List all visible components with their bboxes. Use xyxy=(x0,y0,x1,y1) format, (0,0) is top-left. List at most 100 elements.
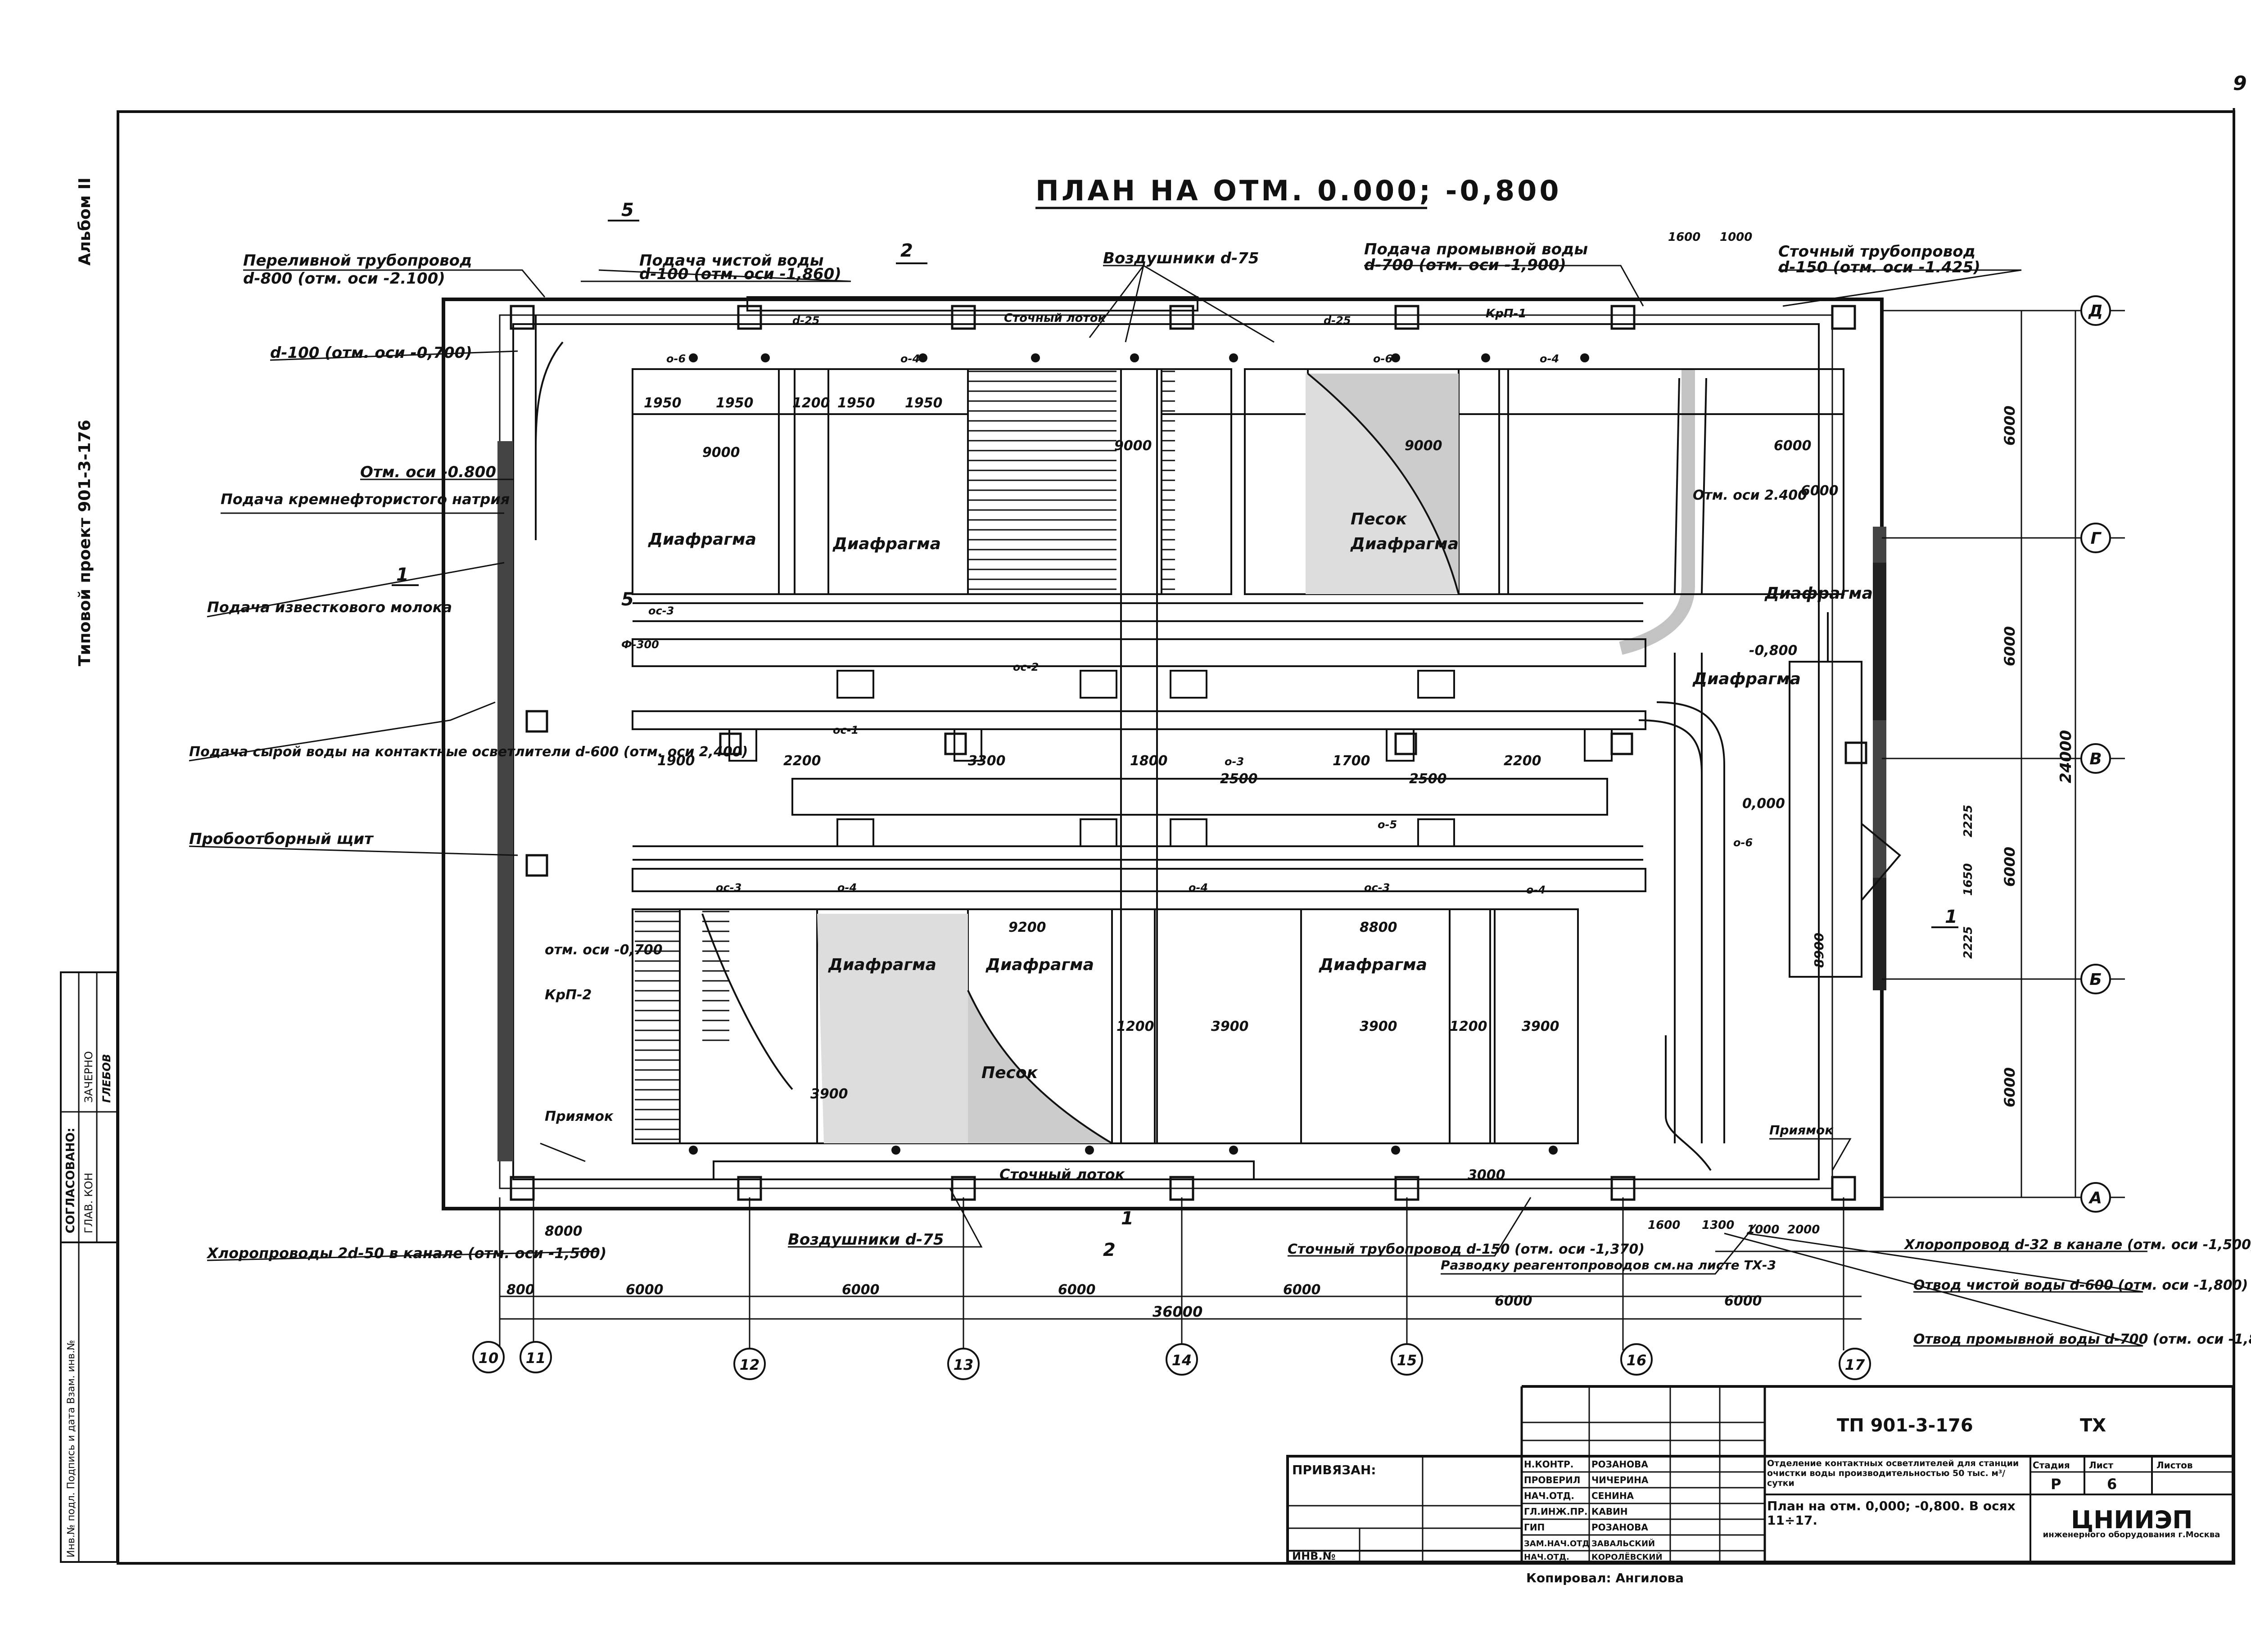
svg-text:3000: 3000 xyxy=(1468,1167,1505,1183)
svg-text:ос-3: ос-3 xyxy=(1364,881,1390,894)
svg-text:3900: 3900 xyxy=(810,1086,848,1102)
svg-text:9000: 9000 xyxy=(1405,438,1442,454)
svg-text:0,000: 0,000 xyxy=(1742,796,1785,812)
svg-text:-0,800: -0,800 xyxy=(1749,643,1797,659)
svg-text:1900: 1900 xyxy=(657,753,695,769)
svg-text:РОЗАНОВА: РОЗАНОВА xyxy=(1591,1522,1648,1533)
svg-text:3900: 3900 xyxy=(1211,1019,1249,1034)
svg-text:Н.КОНТР.: Н.КОНТР. xyxy=(1524,1459,1573,1470)
svg-text:ГЛАВ. КОН: ГЛАВ. КОН xyxy=(82,1173,95,1233)
svg-text:6000: 6000 xyxy=(1801,483,1839,499)
svg-text:ЗАЧЕРНО: ЗАЧЕРНО xyxy=(82,1051,95,1103)
drawing-code: ТП 901-3-176 xyxy=(1837,1415,1973,1436)
callout-air-vents-bottom: Воздушники d-75 xyxy=(788,1231,944,1249)
svg-text:36000: 36000 xyxy=(1153,1303,1202,1320)
sheet-title: План на отм. 0,000; -0,800. В осях 11÷17… xyxy=(1767,1499,2016,1528)
sand-label: Песок xyxy=(981,1064,1039,1082)
svg-text:6000: 6000 xyxy=(2001,626,2018,666)
album-label: Альбом II xyxy=(76,177,94,266)
diaphragm-label: Диафрагма xyxy=(1764,584,1873,603)
copied-by: Копировал: Ангилова xyxy=(1526,1571,1684,1585)
svg-text:Отм. оси 2.400: Отм. оси 2.400 xyxy=(1693,487,1807,503)
svg-text:Инв.№ подл. Подпись и дата В: Инв.№ подл. Подпись и дата Взам. инв.№ xyxy=(66,1340,77,1557)
diaphragm-label: Диафрагма xyxy=(1350,535,1459,553)
svg-text:1950: 1950 xyxy=(905,395,943,411)
svg-text:1200: 1200 xyxy=(792,395,830,411)
svg-text:1700: 1700 xyxy=(1333,753,1370,769)
svg-text:ос-3: ос-3 xyxy=(716,881,741,894)
section-marks: 5 2 1 5 1 2 1 xyxy=(396,200,1957,1260)
svg-text:1950: 1950 xyxy=(716,395,754,411)
svg-text:1600: 1600 xyxy=(1668,230,1700,244)
axis-numbers: 10 11 12 13 14 15 16 17 xyxy=(472,1341,1871,1380)
svg-text:ГЛЕБОВ: ГЛЕБОВ xyxy=(100,1054,113,1103)
axis-letters: Д Г В Б А xyxy=(2080,295,2111,1213)
approval-stamp: СОГЛАСОВАНО: ГЛАВ. КОН ЗАЧЕРНО ГЛЕБОВ Ин… xyxy=(60,971,118,1563)
svg-text:ос-2: ос-2 xyxy=(1013,661,1039,673)
sheet-value: 6 xyxy=(2107,1476,2117,1493)
sheet-frame xyxy=(117,110,2235,1565)
svg-text:6000: 6000 xyxy=(1495,1293,1532,1309)
svg-text:ГИП: ГИП xyxy=(1524,1522,1545,1533)
svg-text:8800: 8800 xyxy=(1360,920,1397,935)
filter-cells-lower xyxy=(632,908,1579,1144)
valve-markers xyxy=(689,353,1589,1155)
svg-text:14: 14 xyxy=(1172,1352,1192,1369)
svg-text:Лист: Лист xyxy=(2089,1460,2113,1471)
svg-text:Приямок: Приямок xyxy=(545,1109,614,1124)
svg-text:d-25: d-25 xyxy=(1324,314,1351,327)
svg-text:6000: 6000 xyxy=(842,1282,880,1298)
diaphragm-label: Диафрагма xyxy=(828,956,936,974)
drain-tray xyxy=(713,1160,1255,1180)
svg-text:ПРОВЕРИЛ: ПРОВЕРИЛ xyxy=(1524,1475,1580,1485)
callout-chlorine-right: Хлоропровод d-32 в канале (отм. оси -1,5… xyxy=(1903,1237,2251,1253)
callout-clean-water-outlet: Отвод чистой воды d-600 (отм. оси -1,800… xyxy=(1913,1277,2248,1293)
svg-text:13: 13 xyxy=(954,1356,974,1373)
svg-text:2200: 2200 xyxy=(1504,753,1541,769)
callout-raw-water: Подача сырой воды на контактные осветлит… xyxy=(189,744,748,760)
svg-text:1600: 1600 xyxy=(1648,1219,1680,1232)
svg-text:2500: 2500 xyxy=(1220,771,1258,787)
project-label: Типовой проект 901-3-176 xyxy=(76,420,94,666)
svg-text:6000: 6000 xyxy=(2001,847,2018,887)
title-block-text: ТП 901-3-176 ТХ ПРИВЯЗАН: ИНВ.№ Н.КОНТР.… xyxy=(1292,1415,2220,1585)
leader-lines xyxy=(189,265,2147,1347)
svg-text:НАЧ.ОТД.: НАЧ.ОТД. xyxy=(1524,1490,1574,1501)
svg-text:о-6: о-6 xyxy=(1373,352,1392,365)
svg-text:ЗАМ.НАЧ.ОТД: ЗАМ.НАЧ.ОТД xyxy=(1524,1539,1589,1548)
svg-text:1650: 1650 xyxy=(1962,863,1975,896)
svg-text:1950: 1950 xyxy=(644,395,682,411)
callout-sampling: Пробоотборный щит xyxy=(189,830,374,848)
sand-fill-upper xyxy=(1171,374,1459,594)
project-description: Отделение контактных осветлителей для ст… xyxy=(1767,1458,2019,1488)
svg-text:2: 2 xyxy=(900,240,913,261)
callout-clean-water: Подача чистой воды xyxy=(639,252,823,270)
svg-text:11: 11 xyxy=(526,1350,546,1367)
callout-drain-bottom: Сточный трубопровод d-150 (отм. оси -1,3… xyxy=(1288,1241,1645,1257)
svg-text:800: 800 xyxy=(506,1282,535,1298)
callout-drain-top: Сточный трубопровод xyxy=(1778,243,1975,261)
svg-text:3900: 3900 xyxy=(1360,1019,1397,1034)
svg-text:НАЧ.ОТД.: НАЧ.ОТД. xyxy=(1524,1553,1569,1562)
svg-text:d-100 (отм. оси -0,700): d-100 (отм. оси -0,700) xyxy=(270,344,472,362)
svg-text:d-150 (отм. оси -1.425): d-150 (отм. оси -1.425) xyxy=(1778,258,1980,276)
svg-text:ИНВ.№: ИНВ.№ xyxy=(1292,1550,1335,1562)
svg-text:СОГЛАСОВАНО:: СОГЛАСОВАНО: xyxy=(64,1128,77,1233)
svg-text:ЗАВАЛЬСКИЙ: ЗАВАЛЬСКИЙ xyxy=(1591,1539,1655,1548)
diaphragm-label: Диафрагма xyxy=(1692,670,1801,688)
diaphragm-label: Диафрагма xyxy=(1319,956,1427,974)
axis-letter: Б xyxy=(2089,970,2102,989)
filter-cells-upper xyxy=(632,368,1844,595)
svg-text:2225: 2225 xyxy=(1962,926,1975,959)
sand-fill-lower xyxy=(817,914,968,1143)
svg-text:2: 2 xyxy=(1103,1240,1116,1260)
svg-text:Ф-300: Ф-300 xyxy=(621,638,659,651)
diaphragm-label: Диафрагма xyxy=(985,956,1094,974)
svg-text:12: 12 xyxy=(740,1356,760,1373)
svg-text:о-4: о-4 xyxy=(1526,884,1546,896)
svg-text:1800: 1800 xyxy=(1130,753,1168,769)
diaphragm-label: Диафрагма xyxy=(648,530,756,549)
svg-text:9200: 9200 xyxy=(1008,920,1046,935)
drain-tray-top xyxy=(746,296,1198,311)
